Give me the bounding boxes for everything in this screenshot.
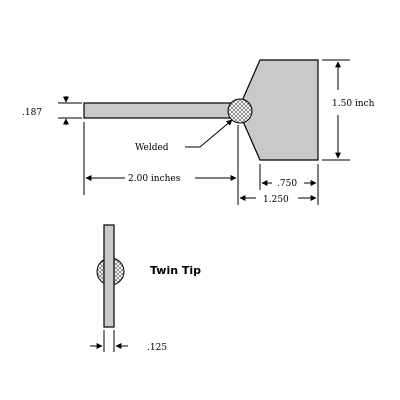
shaft-bar <box>83 102 237 119</box>
thickness-dimension-bottom: .125 <box>90 330 167 353</box>
tip-total-dimension: 1.250 <box>239 195 317 205</box>
thickness-bottom-label: .125 <box>147 343 167 353</box>
tip-paddle <box>237 59 319 161</box>
weld-label: Welded <box>135 143 169 153</box>
weld-callout: Welded <box>135 119 233 153</box>
thickness-dimension-top: .187 <box>22 96 82 125</box>
shaft-length-dimension: 2.00 inches <box>83 122 239 205</box>
tip-depth-label: .750 <box>277 179 297 189</box>
side-blade <box>103 224 115 328</box>
height-label: 1.50 inch <box>332 99 375 109</box>
weld-bead <box>227 98 253 124</box>
height-dimension: 1.50 inch <box>322 59 375 161</box>
shaft-length-label: 2.00 inches <box>128 174 181 184</box>
thickness-top-label: .187 <box>22 108 42 118</box>
twin-tip-label: Twin Tip <box>150 264 201 277</box>
tip-depth-dimension: .750 <box>259 164 319 205</box>
tip-total-label: 1.250 <box>263 195 289 205</box>
side-view <box>96 224 125 328</box>
